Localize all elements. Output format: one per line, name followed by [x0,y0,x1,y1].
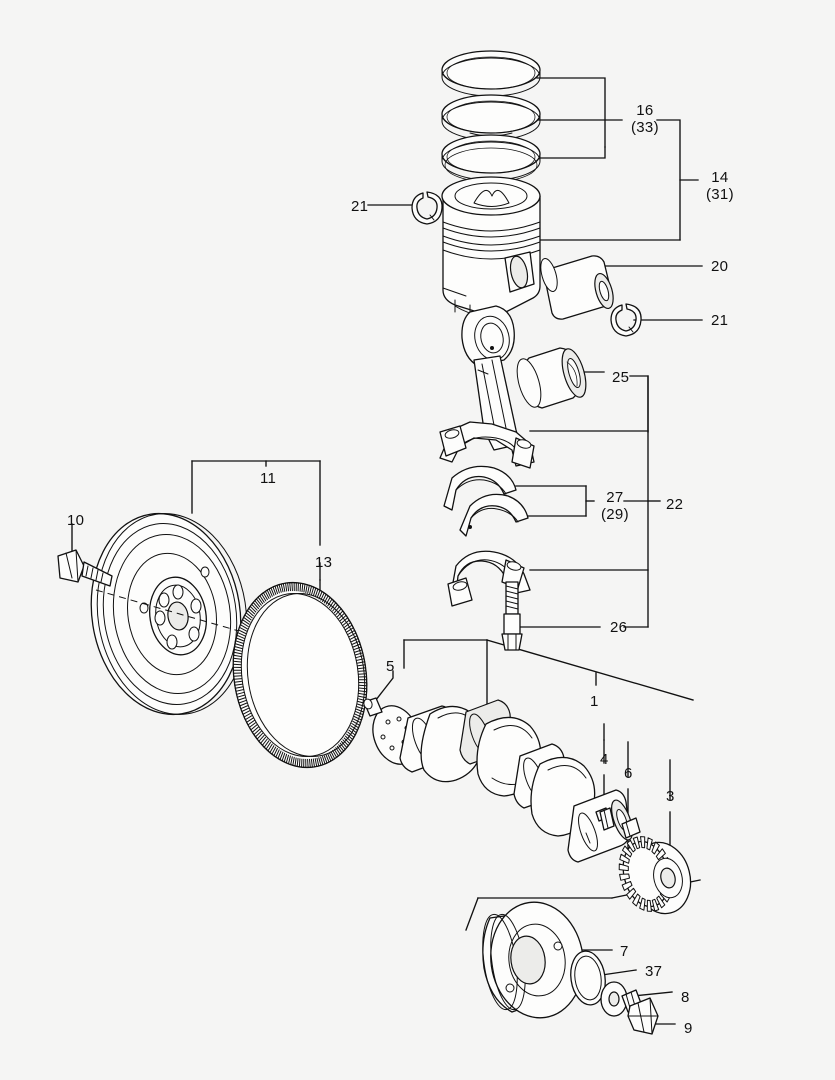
flywheel-bolt [57,549,113,587]
pulley-washer [600,981,628,1017]
callout-crankshaft-key-gear: 6 [624,765,633,782]
crankshaft-key-pulley [599,807,615,831]
callout-pulley-bolt: 9 [684,1020,693,1037]
connecting-rod-bearing-upper [443,465,517,511]
piston-pin-snap-ring-left [411,191,443,225]
callout-piston-pin-snap-ring-left: 21 [351,198,369,215]
piston-ring-set [441,50,541,183]
callout-connecting-rod-bearing: 27 (29) [601,489,629,523]
pulley-o-ring [570,950,606,1006]
piston-assembly [441,176,541,317]
callout-crankshaft-pulley: 7 [620,943,629,960]
callout-flywheel: 11 [260,470,277,487]
callout-pulley-washer: 8 [681,989,690,1006]
callout-connecting-rod-assembly: 22 [666,496,684,513]
callout-connecting-rod-bolt: 26 [610,619,628,636]
flywheel [90,512,341,716]
callout-crankshaft-assembly: 1 [590,693,599,710]
crankshaft-pulley [482,901,584,1019]
flywheel-ring-gear [232,581,368,769]
crankshaft-assembly [372,699,633,863]
piston-pin-snap-ring-right [610,303,642,337]
callout-piston-pin: 20 [711,258,729,275]
crankshaft-timing-gear [618,836,692,915]
callout-flywheel-ring-gear: 13 [315,554,333,571]
piston-pin [540,255,614,320]
crankshaft-dowel-pin [363,697,383,717]
callout-crankshaft-key-pulley: 4 [600,751,609,768]
callout-piston-pin-snap-ring-right: 21 [711,312,729,329]
connecting-rod-bolt [501,581,523,651]
connecting-rod-bearing-lower [459,493,529,537]
callout-flywheel-bolt: 10 [67,512,85,529]
callout-pulley-o-ring: 37 [645,963,663,980]
callout-piston-ring-set: 16 (33) [631,102,659,136]
callout-crankshaft-timing-gear: 3 [666,788,675,805]
pulley-bolt [621,989,659,1035]
connecting-rod-bushing [516,347,587,409]
crankshaft-key-gear [621,817,641,839]
callout-piston-assembly: 14 (31) [706,169,734,203]
callout-crankshaft-dowel-pin: 5 [386,658,395,675]
callout-connecting-rod-bushing: 25 [612,369,630,386]
connecting-rod-assembly [439,305,535,469]
